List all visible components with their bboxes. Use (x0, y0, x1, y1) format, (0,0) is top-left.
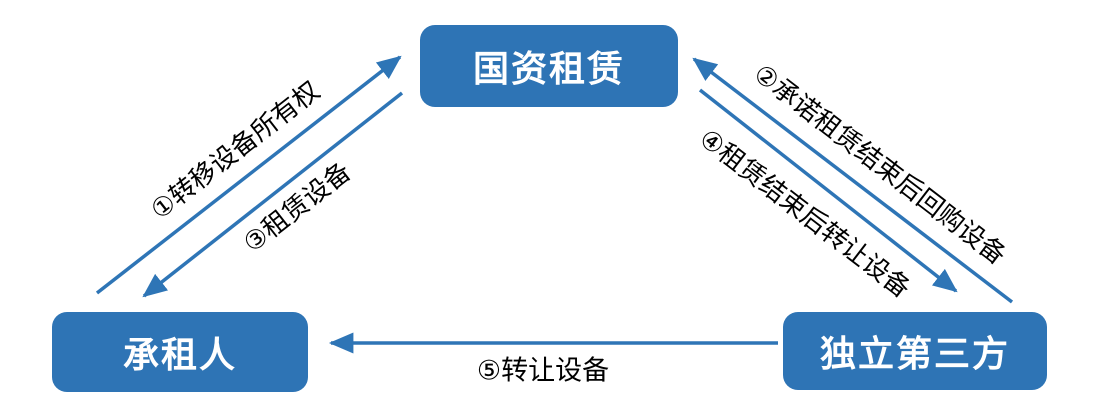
arrow-lease-equipment (142, 91, 404, 298)
arrow-repurchase-commitment (692, 57, 1014, 304)
node-lessor-label: 国资租赁 (472, 49, 625, 90)
edge-label-transfer-equipment: ⑤转让设备 (476, 355, 610, 387)
node-lessor: 国资租赁 (420, 25, 678, 107)
node-lessee-label: 承租人 (122, 335, 237, 376)
node-third-party-label: 独立第三方 (819, 334, 1010, 375)
node-lessee: 承租人 (52, 312, 308, 392)
node-third-party: 独立第三方 (783, 312, 1047, 390)
arrow-transfer-ownership (95, 55, 402, 295)
arrow-transfer-after-lease (698, 88, 958, 293)
